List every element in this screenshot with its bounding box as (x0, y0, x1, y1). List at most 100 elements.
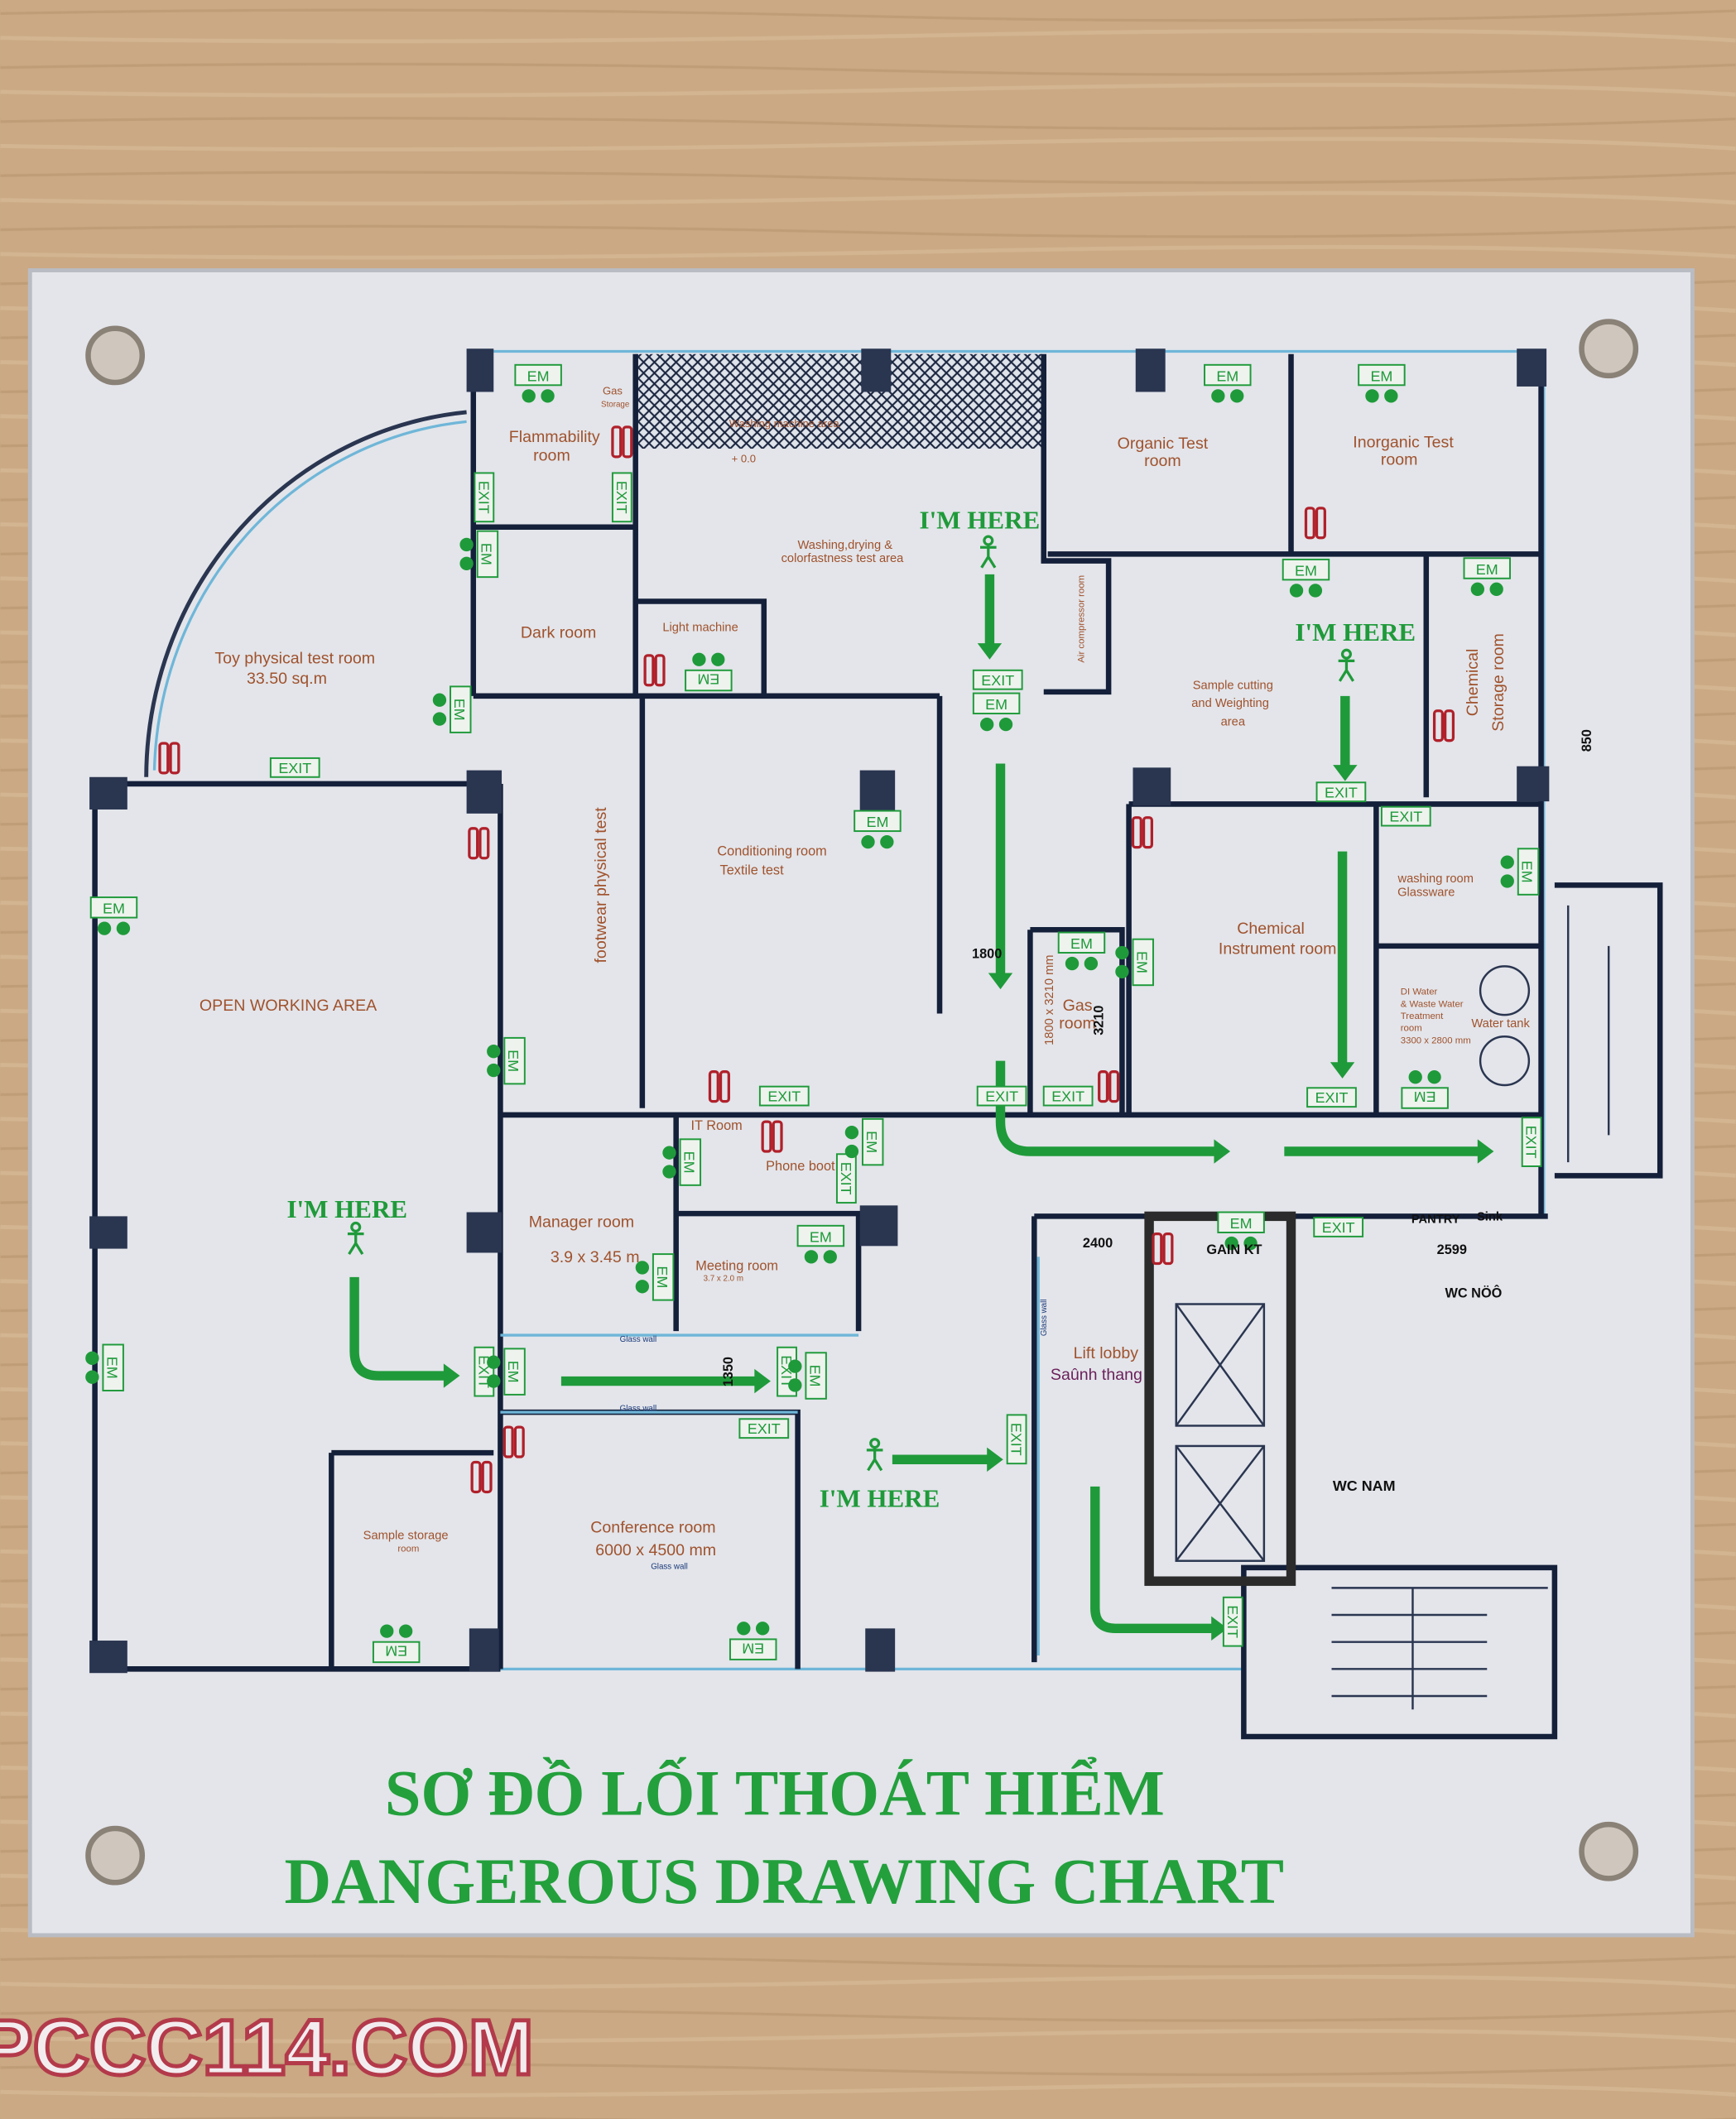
emergency-light-sign: EM (85, 1343, 124, 1391)
em-sign-label: EM (697, 671, 719, 688)
fire-extinguisher-dot-icon (737, 1622, 751, 1636)
exit-sign: EXIT (1306, 1087, 1357, 1108)
em-sign-label: EM (103, 1357, 120, 1379)
room-label-footwear: footwear physical test (592, 807, 610, 963)
room-label-organic-2: room (1144, 452, 1181, 470)
exit-sign-label: EXIT (1523, 1126, 1540, 1159)
label-sink: Sink (1477, 1210, 1503, 1223)
fire-extinguisher-dot-icon (1500, 855, 1514, 869)
room-label-sample-storage-2: room (397, 1544, 419, 1554)
im-here-label: I'M HERE (920, 505, 1041, 534)
em-sign-label: EM (985, 696, 1007, 713)
fire-extinguisher-icon (708, 1070, 730, 1103)
fire-extinguisher-dot-icon (380, 1624, 394, 1638)
fire-extinguisher-dot-icon (522, 389, 536, 403)
em-sign-label: EM (810, 1228, 832, 1245)
exit-sign: EXIT (1380, 805, 1431, 827)
fire-extinguisher-dot-icon (432, 712, 447, 726)
room-label-di-water-size: 3300 x 2800 mm (1401, 1035, 1471, 1045)
label-glass-wall: Glass wall (1040, 1300, 1049, 1337)
dimension-2599: 2599 (1437, 1242, 1467, 1257)
screw-icon (1579, 319, 1639, 379)
exit-sign-label: EXIT (278, 760, 311, 776)
emergency-light-sign: EM (1217, 1211, 1265, 1251)
exit-sign: EXIT (474, 472, 495, 523)
arrowhead-icon (1211, 1616, 1228, 1641)
exit-sign-label: EXIT (1389, 809, 1422, 825)
exit-sign-label: EXIT (981, 672, 1014, 689)
em-sign-label: EM (1230, 1215, 1253, 1232)
evacuation-arrows (349, 574, 1494, 1641)
mounting-screws (85, 319, 1639, 1886)
emergency-light-sign: EM (729, 1622, 777, 1660)
dimension-1800: 1800 (972, 947, 1002, 962)
exit-sign: EXIT (269, 757, 320, 778)
emergency-light-sign: EM (372, 1624, 421, 1664)
room-label-conditioning: Conditioning room (717, 843, 826, 858)
fire-extinguisher-icon (761, 1120, 783, 1153)
fire-extinguisher-dot-icon (1115, 945, 1129, 960)
room-size-manager: 3.9 x 3.45 m (551, 1248, 640, 1266)
emergency-light-sign: EM (1115, 938, 1154, 987)
room-label-chemical-instrument-2: Instrument room (1219, 940, 1337, 959)
fire-extinguisher-dot-icon (116, 921, 131, 935)
em-sign-label: EM (1070, 935, 1093, 952)
fire-extinguisher-dot-icon (635, 1261, 650, 1275)
arrowhead-icon (443, 1363, 460, 1388)
label-glass-wall: Glass wall (620, 1404, 657, 1413)
dimension-3210: 3210 (1092, 1006, 1107, 1035)
exit-sign: EXIT (1313, 1217, 1364, 1237)
emergency-light-sign: EM (487, 1036, 526, 1085)
room-label-flammability-2: room (533, 447, 570, 465)
room-size-meeting: 3.7 x 2.0 m (704, 1275, 743, 1284)
exit-sign-label: EXIT (748, 1420, 781, 1437)
em-sign-label: EM (527, 368, 550, 384)
emergency-light-sign: EM (432, 685, 472, 733)
emergency-light-sign: EM (635, 1253, 675, 1301)
room-label-lift-lobby-vn: Saûnh thang (1051, 1366, 1142, 1384)
em-sign-label: EM (806, 1365, 823, 1387)
em-sign-label: EM (103, 901, 125, 917)
emergency-light-sign: EM (685, 652, 733, 692)
emergency-light-sign: EM (514, 363, 562, 403)
fire-extinguisher-dot-icon (788, 1378, 802, 1392)
person-icon (866, 1438, 883, 1472)
plan-title-english: DANGEROUS DRAWING CHART (284, 1845, 1284, 1917)
room-size-conference: 6000 x 4500 mm (595, 1541, 716, 1559)
exit-sign-label: EXIT (1008, 1423, 1025, 1456)
em-sign-label: EM (742, 1640, 764, 1656)
emergency-light-sign: EM (796, 1224, 845, 1264)
room-label-gas-room: Gas (1063, 997, 1093, 1015)
exit-sign: EXIT (758, 1085, 810, 1107)
fire-extinguisher-dot-icon (1084, 956, 1099, 971)
room-size-toy: 33.50 sq.m (247, 670, 327, 688)
em-sign-label: EM (1476, 561, 1498, 578)
room-label-flammability: Flammability (509, 428, 600, 446)
plan-title-vietnamese: SƠ ĐỒ LỐI THOÁT HIỂM (385, 1757, 1165, 1829)
fire-extinguisher-dot-icon (1308, 584, 1323, 598)
room-label-sample-cutting: Sample cutting (1193, 680, 1273, 693)
fire-extinguisher-dot-icon (541, 389, 555, 403)
room-label-meeting: Meeting room (695, 1259, 778, 1274)
room-label-di-water: DI Water (1401, 987, 1438, 997)
dimension-850: 850 (1580, 729, 1594, 752)
emergency-light-sign: EM (788, 1352, 827, 1400)
room-label-chemical-instrument: Chemical (1237, 920, 1305, 938)
fire-extinguisher-dot-icon (861, 834, 875, 849)
emergency-light-sign: EM (487, 1348, 526, 1396)
fire-extinguisher-icon (158, 742, 180, 775)
fire-extinguisher-dot-icon (755, 1622, 770, 1636)
room-label-washing-drying-2: colorfastness test area (781, 552, 905, 565)
room-label-di-water-4: room (1401, 1024, 1422, 1034)
exit-sign-label: EXIT (767, 1088, 801, 1105)
room-label-washing-glassware-2: Glassware (1397, 886, 1455, 899)
arrowhead-icon (977, 643, 1003, 660)
em-sign-label: EM (1519, 861, 1536, 883)
exit-sign: EXIT (1521, 1117, 1542, 1167)
fire-extinguisher-dot-icon (1470, 582, 1484, 596)
exit-sign-label: EXIT (1325, 784, 1358, 800)
emergency-light-sign: EM (854, 810, 902, 849)
emergency-light-sign: EM (1463, 557, 1511, 596)
emergency-light-sign: EM (972, 692, 1021, 732)
